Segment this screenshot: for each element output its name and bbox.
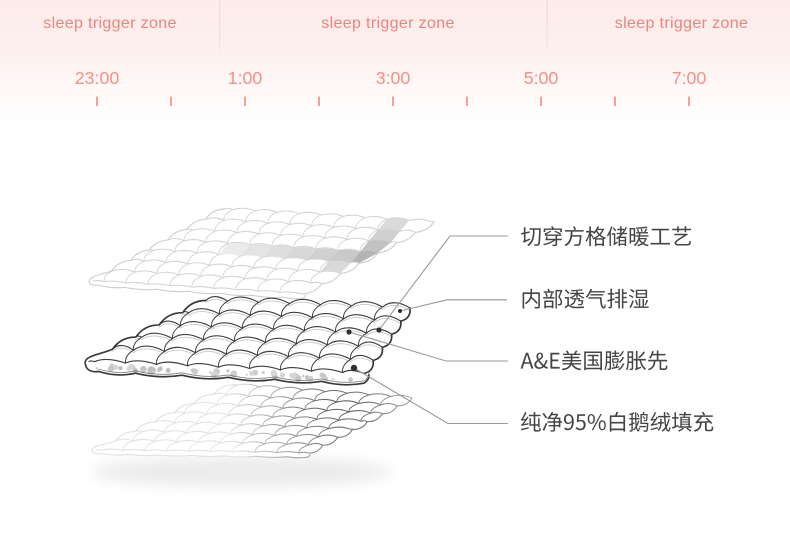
svg-text:23:00: 23:00 [75, 68, 120, 88]
svg-text:3:00: 3:00 [376, 68, 411, 88]
svg-text:sleep trigger zone: sleep trigger zone [615, 15, 749, 32]
svg-text:7:00: 7:00 [672, 68, 707, 88]
svg-text:sleep trigger zone: sleep trigger zone [43, 15, 177, 32]
svg-text:1:00: 1:00 [228, 68, 263, 88]
svg-text:sleep trigger zone: sleep trigger zone [321, 15, 455, 32]
svg-text:5:00: 5:00 [524, 68, 559, 88]
